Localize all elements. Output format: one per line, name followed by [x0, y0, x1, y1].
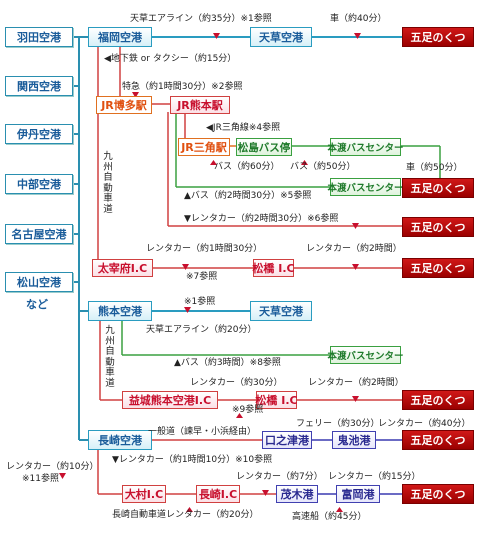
destination-3[interactable]: 五足のくつ [402, 217, 474, 237]
label-general-road: 一般道（諫早・小浜経由） [148, 427, 257, 437]
label-subway-taxi: ◀地下鉄 or タクシー（約15分） [104, 54, 237, 64]
node-amakusa-airport-1[interactable]: 天草空港 [250, 27, 312, 47]
label-rentacar-2h-2: レンタカー（約2時間） [308, 378, 404, 388]
label-note-11: ※11参照 [22, 474, 59, 484]
node-jr-hakata[interactable]: JR博多駅 [96, 96, 152, 114]
destination-6[interactable]: 五足のくつ [402, 430, 474, 450]
label-rentacar-1h30: レンタカー（約1時間30分） [146, 244, 263, 254]
label-bus-60: バス（約60分） [214, 162, 280, 172]
node-hondo-bus-center-1[interactable]: 本渡バスセンター [328, 138, 404, 156]
node-matsubashi-ic-1[interactable]: 松橋 I.C [252, 259, 295, 277]
destination-4[interactable]: 五足のくつ [402, 258, 474, 278]
label-bus-2h30: ▲バス（約2時間30分）※5参照 [184, 191, 312, 201]
label-rentacar-40: レンタカー（約40分） [378, 419, 471, 429]
label-jr-misumi-line: ◀JR三角線※4参照 [206, 123, 281, 133]
node-kumamoto-airport[interactable]: 熊本空港 [88, 301, 152, 321]
label-nagasaki-expressway: 長崎自動車道レンタカー（約20分） [112, 510, 259, 520]
airport-itami[interactable]: 伊丹空港 [5, 124, 73, 144]
label-rentacar-7: レンタカー（約7分） [236, 472, 323, 482]
node-hondo-bus-center-3[interactable]: 本渡バスセンター [328, 346, 404, 364]
label-amakusa-air-35: 天草エアライン（約35分）※1参照 [130, 14, 272, 24]
node-mogi-port[interactable]: 茂木港 [276, 485, 318, 503]
node-dazaifu-ic[interactable]: 太宰府I.C [92, 259, 153, 277]
airport-haneda[interactable]: 羽田空港 [5, 27, 73, 47]
label-kyushu-expressway-1: 九州自動車道 [103, 151, 113, 215]
node-amakusa-airport-2[interactable]: 天草空港 [250, 301, 312, 321]
node-nagasaki-ic[interactable]: 長崎I.C [196, 485, 240, 503]
airport-chubu[interactable]: 中部空港 [5, 174, 73, 194]
label-limited-express: 特急（約1時間30分）※2参照 [122, 82, 243, 92]
label-bus-3h: ▲バス（約3時間）※8参照 [174, 358, 281, 368]
node-jr-misumi[interactable]: JR三角駅 [178, 138, 230, 156]
label-rentacar-1h10: ▼レンタカー（約1時間10分）※10参照 [112, 455, 273, 465]
label-rentacar-15: レンタカー（約15分） [328, 472, 421, 482]
node-omura-ic[interactable]: 大村I.C [122, 485, 166, 503]
label-ferry-30: フェリー（約30分） [296, 419, 380, 429]
label-amakusa-air-20: 天草エアライン（約20分） [146, 325, 257, 335]
label-kyushu-expressway-2: 九州自動車道 [105, 325, 115, 389]
node-mashiki-ic[interactable]: 益城熊本空港I.C [122, 391, 218, 409]
node-jr-kumamoto[interactable]: JR熊本駅 [170, 96, 230, 114]
node-nagasaki-airport[interactable]: 長崎空港 [88, 430, 152, 450]
airports-more-label: など [26, 298, 48, 311]
label-note-7: ※7参照 [186, 272, 218, 282]
label-rentacar-2h-1: レンタカー（約2時間） [306, 244, 402, 254]
label-rentacar-30: レンタカー（約30分） [190, 378, 283, 388]
node-tomioka-port[interactable]: 富岡港 [336, 485, 380, 503]
airport-kansai[interactable]: 関西空港 [5, 76, 73, 96]
label-bus-50: バス（約50分） [290, 162, 356, 172]
node-hondo-bus-center-2[interactable]: 本渡バスセンター [328, 178, 404, 196]
node-matsushima-bus-stop[interactable]: 松島バス停 [236, 138, 292, 156]
destination-7[interactable]: 五足のくつ [402, 484, 474, 504]
label-highspeed-boat: 高速船（約45分） [292, 512, 367, 522]
destination-1[interactable]: 五足のくつ [402, 27, 474, 47]
destination-5[interactable]: 五足のくつ [402, 390, 474, 410]
label-note-1: ※1参照 [184, 297, 216, 307]
airport-matsuyama[interactable]: 松山空港 [5, 272, 73, 292]
label-car-50: 車（約50分） [406, 163, 463, 173]
label-note-9: ※9参照 [232, 405, 264, 415]
node-fukuoka-airport[interactable]: 福岡空港 [88, 27, 152, 47]
node-matsubashi-ic-2[interactable]: 松橋 I.C [255, 391, 298, 409]
label-rentacar-2h30: ▼レンタカー（約2時間30分）※6参照 [184, 214, 339, 224]
airport-nagoya[interactable]: 名古屋空港 [5, 224, 73, 244]
node-onike-port[interactable]: 鬼池港 [332, 431, 376, 449]
label-car-40: 車（約40分） [330, 14, 387, 24]
node-kuchinotsu-port[interactable]: 口之津港 [262, 431, 312, 449]
destination-2[interactable]: 五足のくつ [402, 178, 474, 198]
label-rentacar-10: レンタカー（約10分） [6, 462, 99, 472]
